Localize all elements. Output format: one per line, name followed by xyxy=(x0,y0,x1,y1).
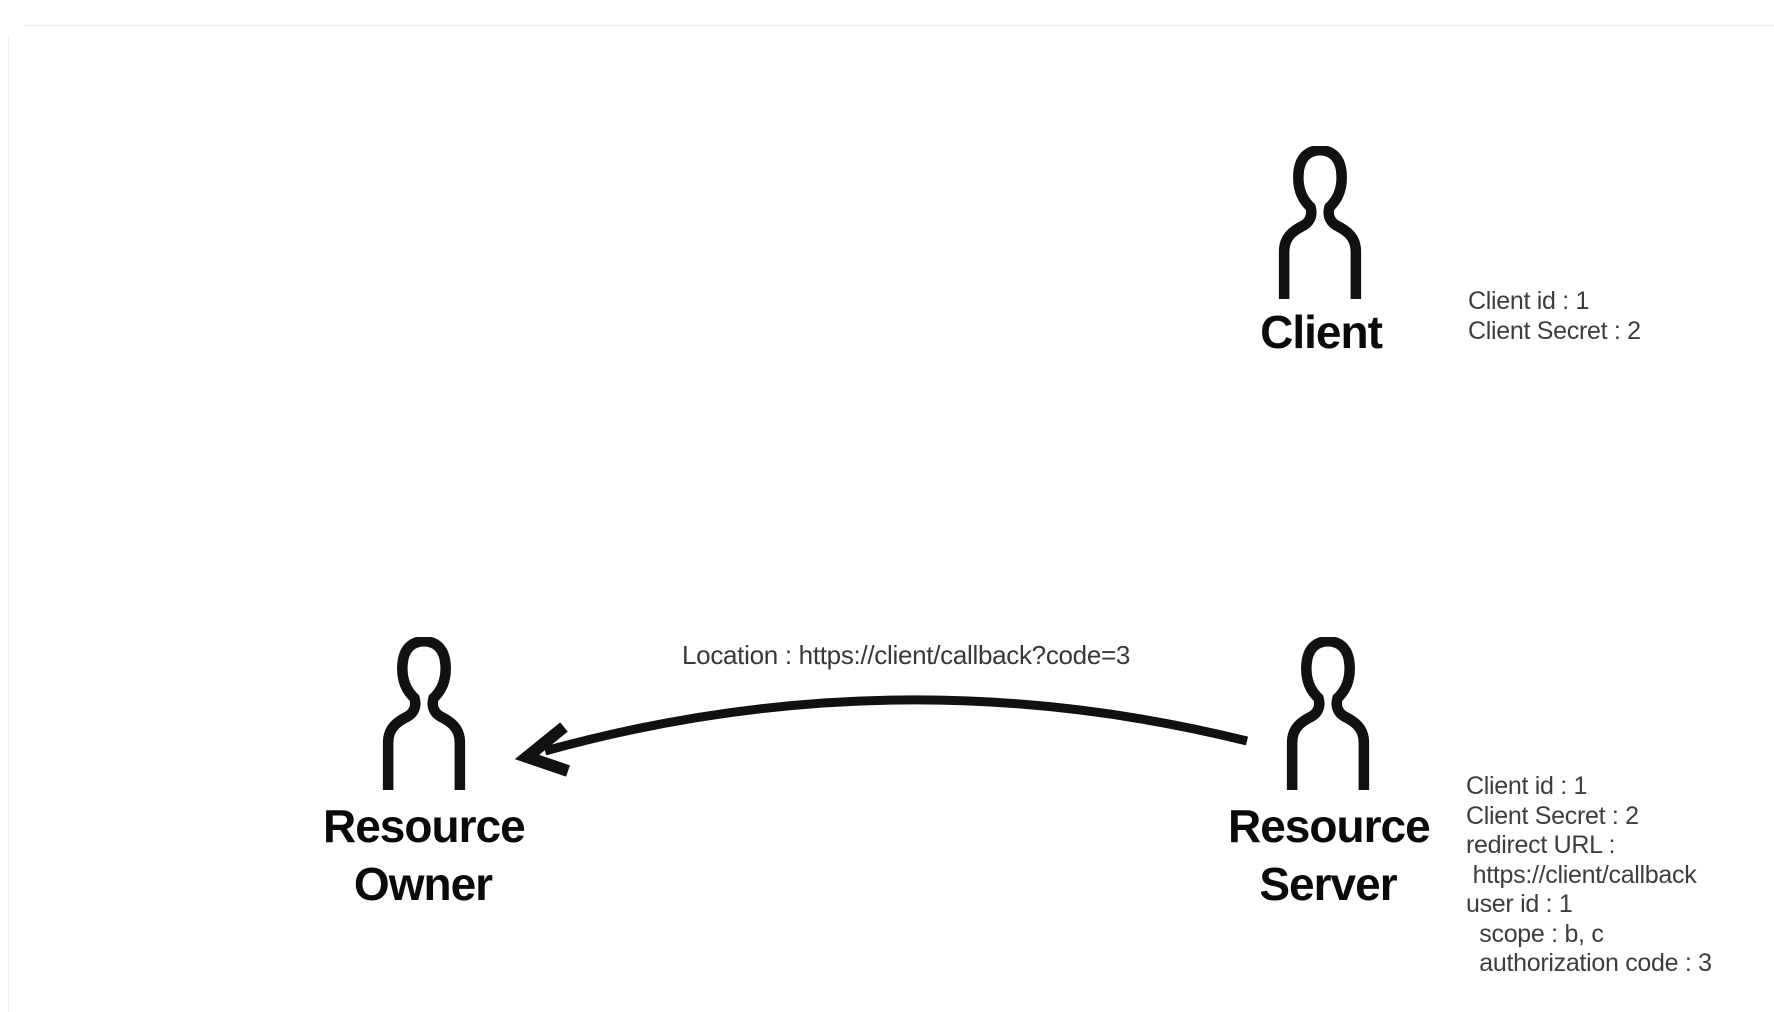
server-info-line: https://client/callback xyxy=(1466,860,1697,889)
server-info-line: user id : 1 xyxy=(1466,890,1573,918)
server-info-line: scope : b, c xyxy=(1466,919,1604,948)
resource-owner-person-icon xyxy=(382,637,466,790)
arrow-label: Location : https://client/callback?code=… xyxy=(682,640,1131,670)
client-info-line: Client id : 1 xyxy=(1468,287,1590,315)
resource-server-label-line: Server xyxy=(1259,858,1397,910)
client-info: Client id : 1 Client Secret : 2 xyxy=(1468,287,1641,346)
client-person-icon xyxy=(1278,146,1362,299)
server-info-line: authorization code : 3 xyxy=(1466,949,1712,977)
arrow-shaft xyxy=(543,695,1249,756)
client-info-line: Client Secret : 2 xyxy=(1468,316,1641,345)
server-info-line: Client Secret : 2 xyxy=(1466,801,1639,830)
client-actor xyxy=(1262,146,1378,299)
resource-server-info: Client id : 1 Client Secret : 2 redirect… xyxy=(1466,772,1712,979)
server-info-line: Client id : 1 xyxy=(1466,772,1588,800)
canvas-top-edge xyxy=(25,25,1774,26)
resource-server-person-icon xyxy=(1286,637,1370,790)
resource-server-actor xyxy=(1270,637,1386,790)
resource-owner-label: Resource Owner xyxy=(323,797,526,913)
resource-owner-actor xyxy=(366,637,482,790)
resource-owner-label-line: Owner xyxy=(353,858,493,910)
arrow-head xyxy=(514,722,570,777)
canvas-left-edge xyxy=(8,38,9,1012)
client-label: Client xyxy=(1260,306,1383,358)
resource-owner-label-line: Resource xyxy=(323,800,526,852)
resource-server-label: Resource Server xyxy=(1228,797,1431,913)
server-info-line: redirect URL : xyxy=(1466,831,1616,859)
resource-server-label-line: Resource xyxy=(1228,800,1431,852)
